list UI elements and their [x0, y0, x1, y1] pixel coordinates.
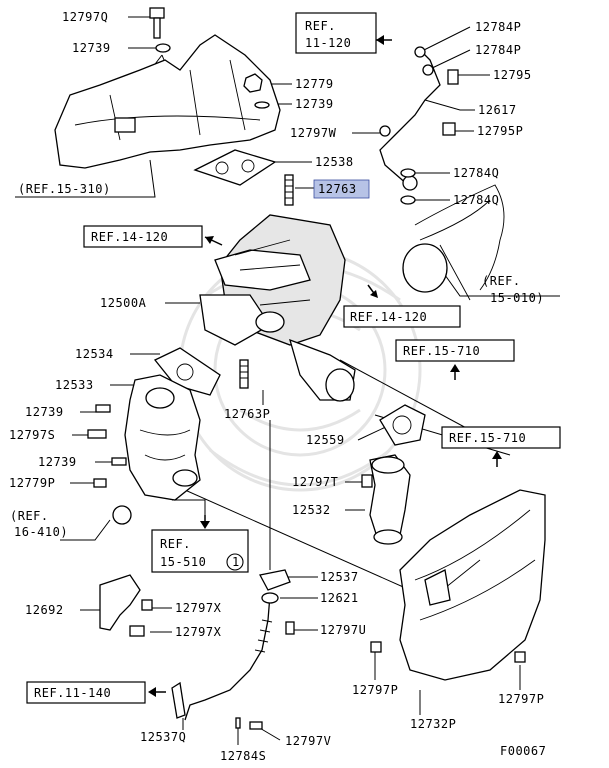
svg-text:15-010): 15-010) [490, 291, 544, 305]
svg-text:(REF.: (REF. [10, 509, 49, 523]
svg-text:16-410): 16-410) [14, 525, 68, 539]
ref-14-120-b[interactable]: REF.14-120 [343, 284, 461, 328]
highlight-12763 [313, 179, 370, 199]
svg-text:REF.: REF. [160, 537, 191, 551]
gasket-12538 [193, 149, 277, 186]
ref-15-310[interactable]: (REF.15-310) [18, 182, 111, 196]
turbocharger-12500A [199, 214, 356, 402]
gasket-12559 [379, 404, 426, 446]
svg-text:REF.14-120: REF.14-120 [350, 310, 427, 324]
bolt-12797Q [149, 7, 165, 39]
ref-15-710-b[interactable]: REF.15-710 [441, 426, 561, 467]
oil-pipe-12617 [379, 46, 441, 191]
eyebolt-12795 [442, 69, 459, 136]
label-12732P[interactable]: 12732P [410, 717, 456, 731]
ref-11-140[interactable]: REF.11-140 [26, 681, 166, 704]
label-12795P[interactable]: 12795P [477, 124, 523, 138]
label-12739[interactable]: 12739 [25, 405, 64, 419]
ref-15-510[interactable]: REF. 15-510 1 [151, 515, 249, 573]
label-12537Q[interactable]: 12537Q [140, 730, 186, 744]
ref-15-010[interactable]: (REF. 15-010) [482, 274, 544, 305]
label-12500A[interactable]: 12500A [100, 296, 147, 310]
figure-id: F00067 [500, 744, 546, 758]
label-12797X[interactable]: 12797X [175, 625, 222, 639]
label-12784P[interactable]: 12784P [475, 20, 521, 34]
label-12797P[interactable]: 12797P [352, 683, 398, 697]
label-12617[interactable]: 12617 [478, 103, 517, 117]
oring-clamp [402, 184, 505, 301]
label-12763[interactable]: 12763 [318, 182, 357, 196]
ref-14-120-a[interactable]: REF.14-120 [83, 225, 223, 248]
label-12537[interactable]: 12537 [320, 570, 359, 584]
part-labels: 12797Q 12739 12779 12739 12784P 12784P 1… [9, 10, 544, 763]
label-12534[interactable]: 12534 [75, 347, 114, 361]
heat-shield-upper [54, 34, 281, 169]
label-12797T[interactable]: 12797T [292, 475, 338, 489]
washer-12739b [254, 101, 270, 109]
nut-12779 [243, 73, 263, 93]
svg-text:REF.15-710: REF.15-710 [403, 344, 480, 358]
label-12779P[interactable]: 12779P [9, 476, 55, 490]
svg-text:REF.15-710: REF.15-710 [449, 431, 526, 445]
ref-15-710-a[interactable]: REF.15-710 [395, 339, 515, 380]
label-12797W[interactable]: 12797W [290, 126, 337, 140]
svg-text:REF.: REF. [305, 19, 336, 33]
label-12538[interactable]: 12538 [315, 155, 354, 169]
svg-text:1: 1 [232, 555, 240, 569]
label-12797P[interactable]: 12797P [498, 692, 544, 706]
small-bolts-left [87, 404, 127, 488]
oil-return-pipe-12621 [184, 569, 295, 721]
svg-text:11-120: 11-120 [305, 36, 351, 50]
label-12739[interactable]: 12739 [38, 455, 77, 469]
label-12779[interactable]: 12779 [295, 77, 334, 91]
bolt-12797W [379, 125, 391, 137]
label-12797V[interactable]: 12797V [285, 734, 331, 748]
svg-text:(REF.: (REF. [482, 274, 521, 288]
label-12621[interactable]: 12621 [320, 591, 359, 605]
elbow-12533 [124, 374, 201, 501]
ref-16-410[interactable]: (REF. 16-410) [10, 509, 68, 539]
label-12532[interactable]: 12532 [292, 503, 331, 517]
label-12797U[interactable]: 12797U [320, 623, 366, 637]
svg-text:REF.14-120: REF.14-120 [91, 230, 168, 244]
bracket-12692 [99, 574, 153, 637]
label-12533[interactable]: 12533 [55, 378, 94, 392]
svg-text:15-510: 15-510 [160, 555, 206, 569]
svg-text:(REF.15-310): (REF.15-310) [18, 182, 111, 196]
label-12797Q[interactable]: 12797Q [62, 10, 108, 24]
label-12784P[interactable]: 12784P [475, 43, 521, 57]
label-12795[interactable]: 12795 [493, 68, 532, 82]
washer-12739 [155, 43, 171, 53]
ref-11-120[interactable]: REF. 11-120 [295, 12, 392, 54]
sensor-16-410 [112, 505, 132, 525]
gaskets-bottom [171, 681, 263, 730]
label-12784Q[interactable]: 12784Q [453, 166, 499, 180]
hose-12532 [361, 454, 411, 545]
stud-12763 [284, 174, 294, 206]
label-12797S[interactable]: 12797S [9, 428, 55, 442]
heat-shield-lower-12732P [370, 489, 546, 681]
washers-12784Q [400, 168, 416, 205]
label-12797X[interactable]: 12797X [175, 601, 222, 615]
svg-text:REF.11-140: REF.11-140 [34, 686, 111, 700]
label-12784Q[interactable]: 12784Q [453, 193, 499, 207]
label-12692[interactable]: 12692 [25, 603, 64, 617]
label-12739[interactable]: 12739 [295, 97, 334, 111]
label-12763P[interactable]: 12763P [224, 407, 270, 421]
label-12739[interactable]: 12739 [72, 41, 111, 55]
label-12784S[interactable]: 12784S [220, 749, 266, 763]
label-12559[interactable]: 12559 [306, 433, 345, 447]
stud-12763P [239, 359, 249, 389]
